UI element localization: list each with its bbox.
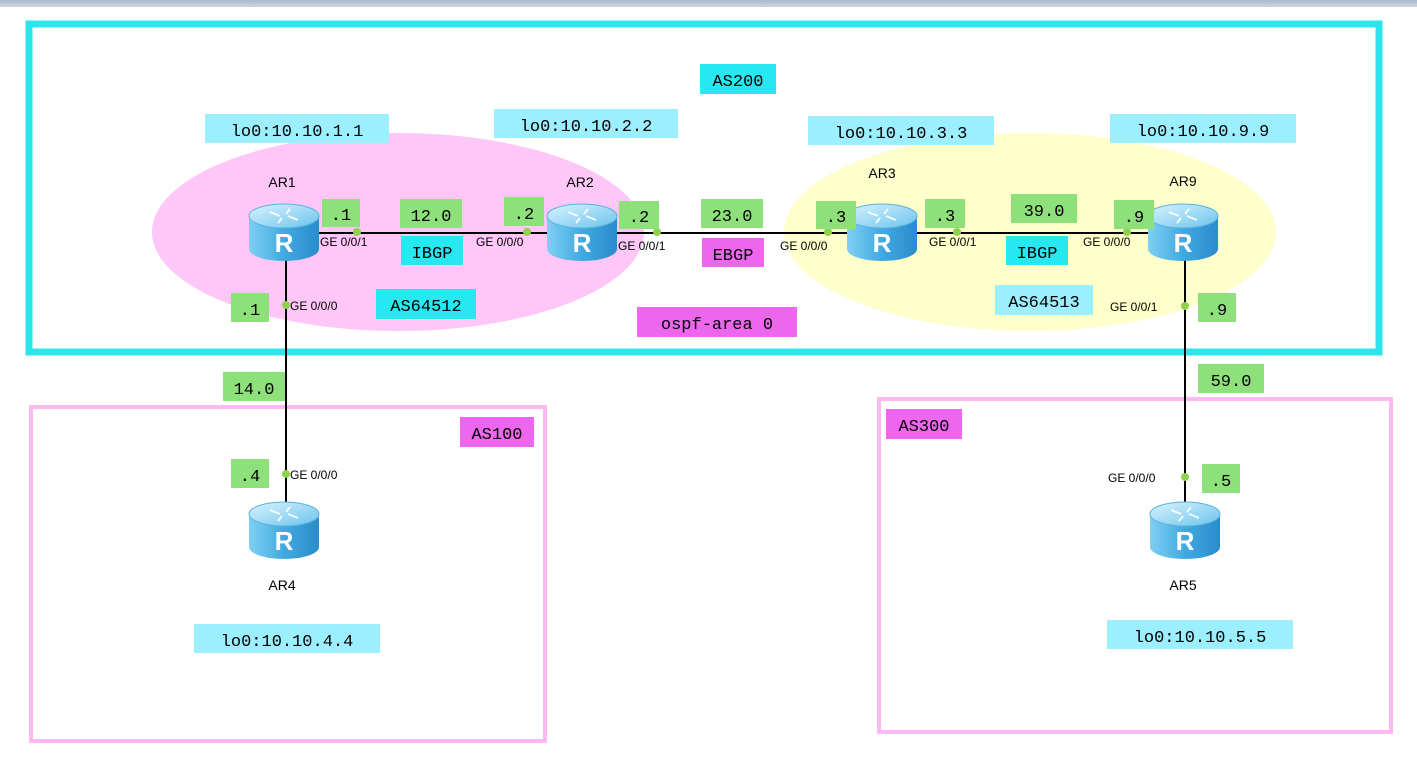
as100-boundary	[29, 405, 547, 743]
host-ar9-l39: .9	[1124, 209, 1144, 228]
router-name-ar1: AR1	[268, 174, 295, 190]
area-label-as64513: AS64513	[1008, 294, 1079, 313]
loopback-ar1: lo0:10.10.1.1	[231, 123, 364, 142]
as300-boundary	[877, 397, 1393, 734]
area-label-as64512: AS64512	[390, 298, 461, 317]
port-ar3-ge001: GE 0/0/1	[929, 235, 977, 249]
protocol-l39: IBGP	[1017, 245, 1058, 264]
loopback-ar3: lo0:10.10.3.3	[835, 125, 968, 144]
subnet-l39: 39.0	[1024, 203, 1065, 222]
router-ar9[interactable]: R	[1147, 203, 1219, 262]
loopback-ar9: lo0:10.10.9.9	[1137, 123, 1270, 142]
subnet-l59: 59.0	[1211, 373, 1252, 392]
window-title-bar	[0, 0, 1417, 7]
loopback-ar2: lo0:10.10.2.2	[520, 118, 653, 137]
protocol-l23: EBGP	[713, 247, 754, 266]
port-ar9-ge001: GE 0/0/1	[1110, 300, 1158, 314]
as200-boundary	[25, 20, 1383, 356]
port-ar3-ge000: GE 0/0/0	[780, 239, 828, 253]
host-ar2-l23: .2	[629, 209, 649, 228]
host-ar3-l23: .3	[826, 209, 846, 228]
host-ar2-l12: .2	[514, 206, 534, 225]
area-label-as300: AS300	[898, 418, 949, 437]
router-glyph: R	[873, 228, 892, 258]
router-name-ar4: AR4	[268, 577, 295, 593]
area-label-as100: AS100	[471, 426, 522, 445]
host-ar4-l14: .4	[240, 468, 260, 487]
port-ar9-ge000: GE 0/0/0	[1083, 235, 1131, 249]
loopback-ar4: lo0:10.10.4.4	[221, 633, 354, 652]
port-ar1-ge000: GE 0/0/0	[290, 299, 338, 313]
router-glyph: R	[573, 228, 592, 258]
port-ar2-ge001: GE 0/0/1	[618, 239, 666, 253]
host-ar3-l39: .3	[935, 208, 955, 227]
area-label-as200: AS200	[712, 73, 763, 92]
router-glyph: R	[1176, 526, 1195, 556]
port-ar2-ge000: GE 0/0/0	[476, 235, 524, 249]
router-ar5[interactable]: R	[1149, 501, 1221, 560]
router-ar4[interactable]: R	[248, 501, 320, 560]
subnet-l23: 23.0	[712, 208, 753, 227]
router-ar1[interactable]: R	[248, 203, 320, 262]
subnet-l12: 12.0	[411, 208, 452, 227]
router-ar2[interactable]: R	[546, 203, 618, 262]
router-ar3[interactable]: R	[846, 203, 918, 262]
area-label-ospf: ospf-area 0	[661, 316, 773, 335]
port-ar1-ge001: GE 0/0/1	[320, 235, 368, 249]
port-ar5-ge000: GE 0/0/0	[1108, 471, 1156, 485]
host-ar1-l14: .1	[240, 302, 260, 321]
host-ar5-l59: .5	[1211, 473, 1231, 492]
router-glyph: R	[275, 526, 294, 556]
port-dots	[282, 228, 1189, 481]
router-glyph: R	[1174, 228, 1193, 258]
port-ar4-ge000: GE 0/0/0	[290, 468, 338, 482]
subnet-l14: 14.0	[234, 381, 275, 400]
host-ar1-l12: .1	[331, 207, 351, 226]
protocol-l12: IBGP	[412, 245, 453, 264]
loopback-ar5: lo0:10.10.5.5	[1134, 629, 1267, 648]
router-name-ar2: AR2	[566, 174, 593, 190]
router-glyph: R	[275, 228, 294, 258]
router-name-ar5: AR5	[1169, 577, 1196, 593]
router-name-ar3: AR3	[868, 165, 895, 181]
router-name-ar9: AR9	[1169, 173, 1196, 189]
host-ar9-l59: .9	[1207, 302, 1227, 321]
